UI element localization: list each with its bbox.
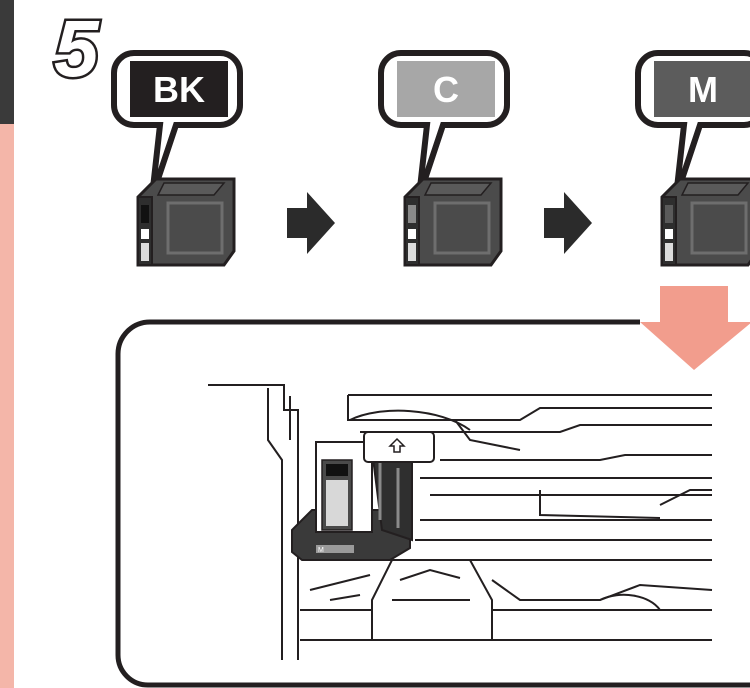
ink-cartridge-bk-icon <box>136 177 236 267</box>
label-m-swatch <box>654 61 750 117</box>
up-arrow-icon <box>388 437 406 453</box>
sidebar-accent-bar <box>0 124 14 688</box>
printer-interior <box>208 384 713 660</box>
print-head-carriage: M <box>291 431 435 561</box>
label-c-swatch <box>397 61 495 117</box>
ink-cartridge-m-icon <box>660 177 750 267</box>
paper-guide <box>371 559 493 641</box>
label-bk: BK <box>153 69 205 110</box>
carriage-slot-mark: M <box>318 547 324 554</box>
right-arrow-icon <box>544 192 592 254</box>
illustration-frame <box>115 319 750 688</box>
svg-text:5: 5 <box>54 6 100 93</box>
step-number: 5 <box>52 6 103 96</box>
cartridge-callout-m: M <box>635 50 750 267</box>
label-c: C <box>433 69 459 110</box>
label-m: M <box>688 69 718 110</box>
label-bk-swatch <box>130 61 228 117</box>
ink-cartridge-c-icon <box>403 177 503 267</box>
down-arrow-icon <box>640 286 750 370</box>
cartridge-callout-bk: BK <box>111 50 243 267</box>
right-arrow-icon <box>287 192 335 254</box>
sidebar-dark-block <box>0 0 14 124</box>
cartridge-callout-c: C <box>378 50 510 267</box>
